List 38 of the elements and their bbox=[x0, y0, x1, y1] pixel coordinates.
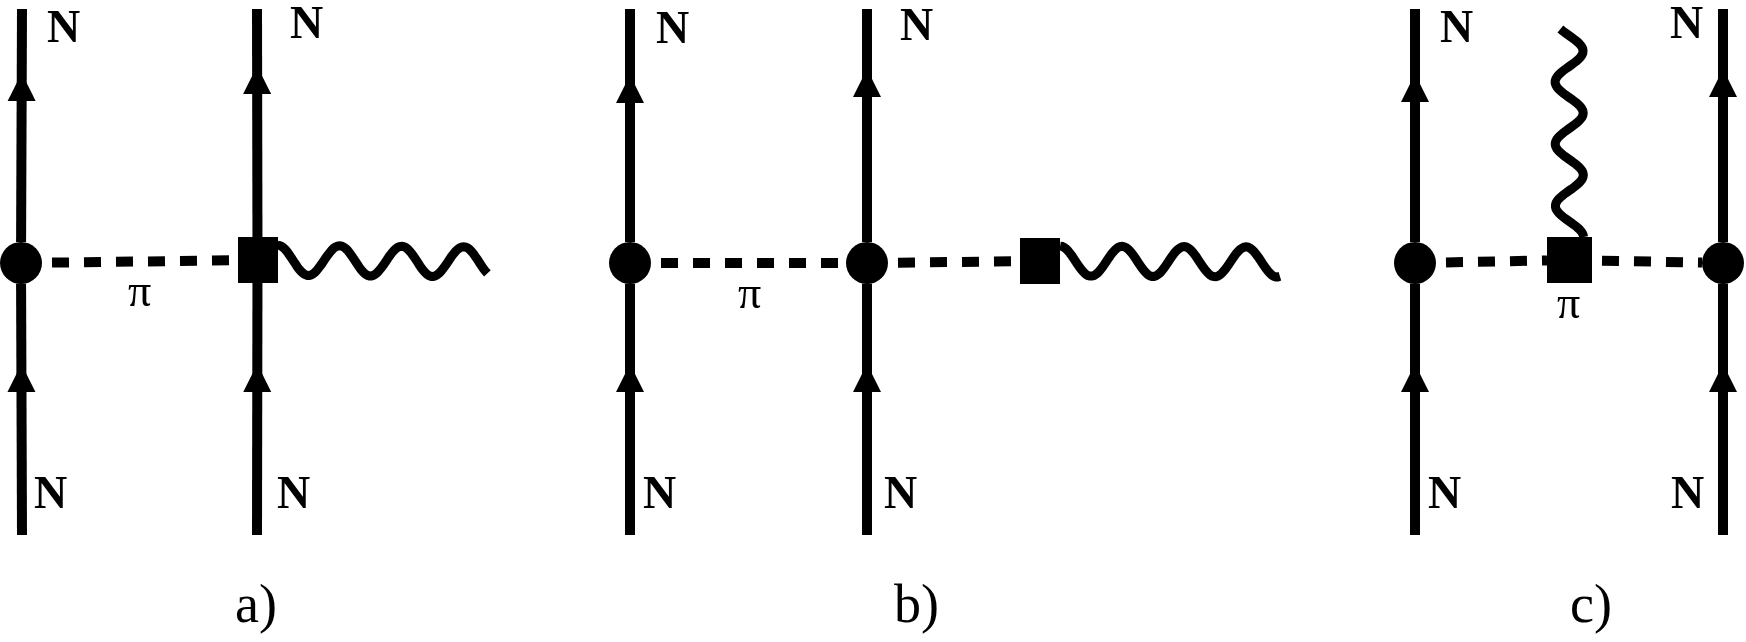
arrow bbox=[7, 9, 36, 242]
vertex-dot bbox=[0, 242, 42, 284]
arrow bbox=[616, 9, 644, 242]
vertex-dot bbox=[1394, 242, 1436, 284]
particle-label: N bbox=[1671, 470, 1705, 516]
particle-label: N bbox=[34, 470, 68, 516]
particle-label: N bbox=[656, 5, 690, 51]
particle-label: N bbox=[277, 470, 311, 516]
particle-label: N bbox=[643, 470, 677, 516]
particle-label: π bbox=[1557, 280, 1581, 326]
wavy-line bbox=[1057, 241, 1283, 282]
arrow bbox=[1401, 9, 1429, 242]
particle-label: N bbox=[290, 0, 324, 46]
edge-label: π bbox=[738, 270, 762, 316]
particle-label: N bbox=[884, 470, 918, 516]
vertex-dot bbox=[846, 242, 888, 284]
arrow bbox=[243, 9, 272, 237]
edge-label: π bbox=[128, 268, 152, 314]
arrow bbox=[1709, 284, 1737, 535]
particle-label: N bbox=[1440, 4, 1474, 50]
vertex-square bbox=[1547, 237, 1592, 283]
arrow bbox=[1401, 284, 1429, 535]
wavy-line bbox=[275, 240, 491, 281]
arrow bbox=[243, 283, 272, 535]
arrow bbox=[616, 284, 644, 535]
wavy-line bbox=[1550, 25, 1588, 240]
vertex-dot bbox=[1702, 242, 1744, 284]
arrow bbox=[7, 284, 36, 535]
arrow bbox=[853, 9, 881, 242]
particle-label: N bbox=[1670, 0, 1704, 46]
vertex-dot bbox=[609, 242, 651, 284]
particle-label: N bbox=[47, 4, 81, 50]
arrow bbox=[853, 284, 881, 535]
vertex-square bbox=[1020, 238, 1060, 284]
vertex-square bbox=[237, 237, 278, 283]
arrow bbox=[1709, 9, 1737, 242]
particle-label: N bbox=[1428, 470, 1462, 516]
particle-label: N bbox=[900, 2, 934, 48]
